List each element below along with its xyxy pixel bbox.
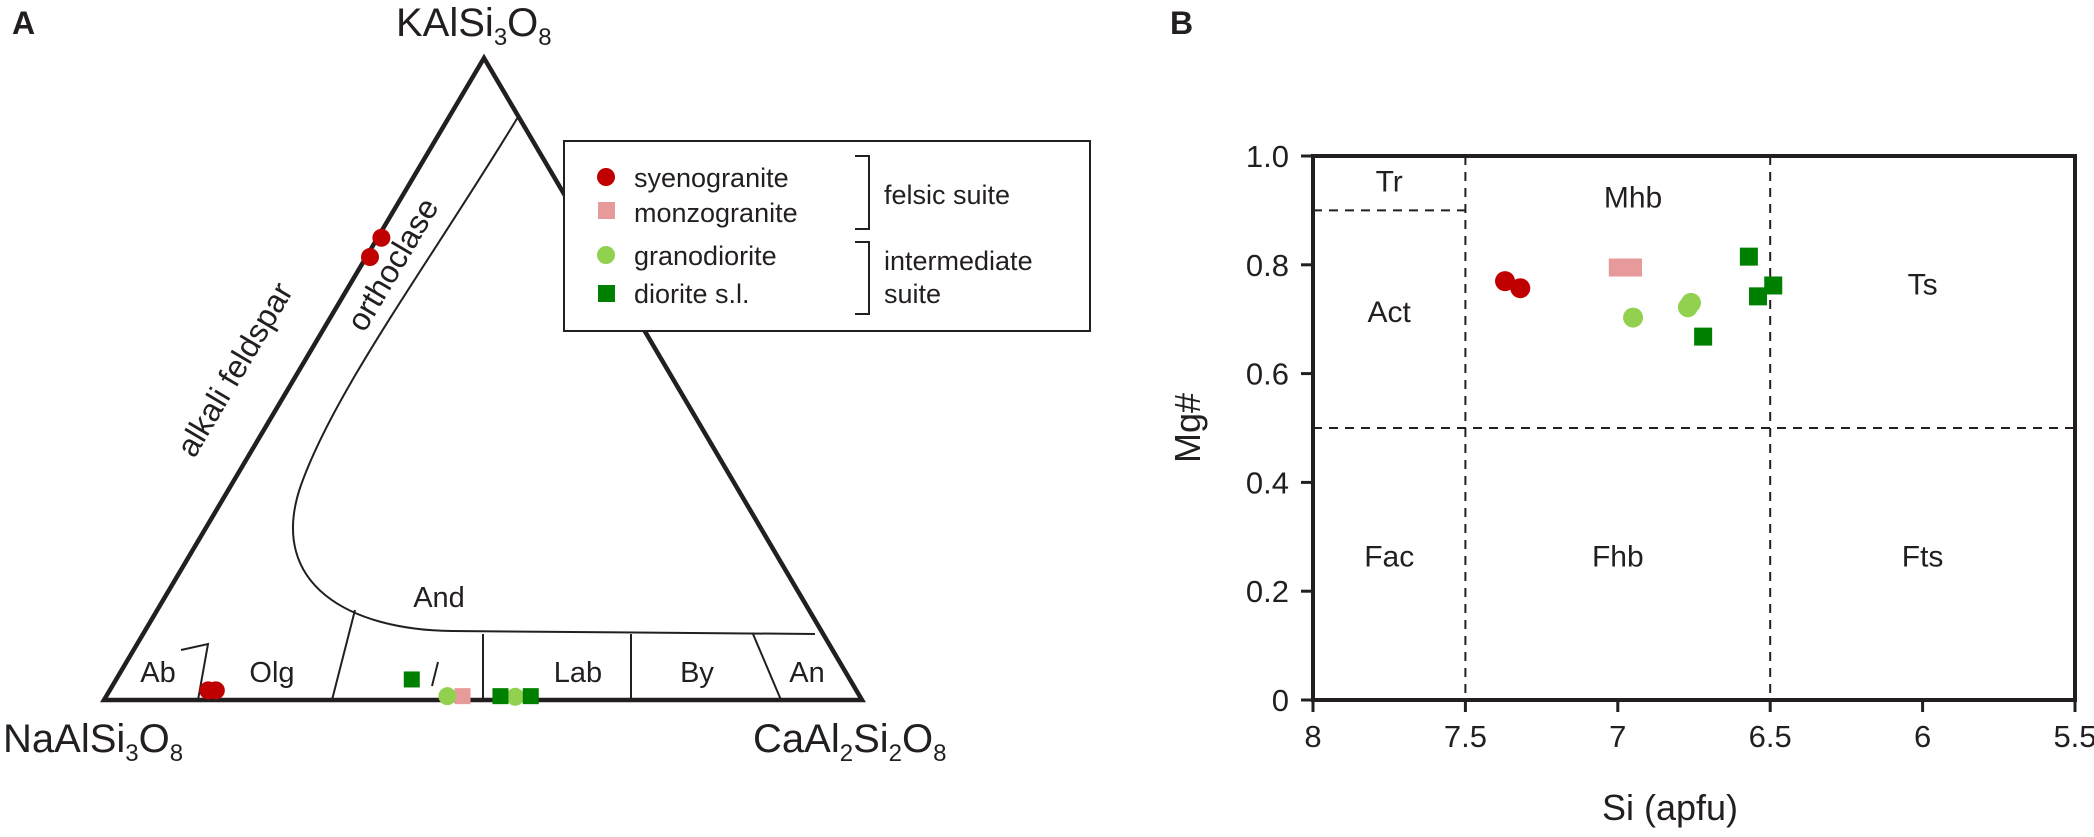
field-label-fac: Fac: [1364, 541, 1414, 574]
panel-a-letter: A: [12, 5, 35, 41]
plot-axes: 8 7.5 7 6.5 6 5.5 0 0.2 0.4 0.6 0.8 1.0: [1246, 139, 2094, 754]
scatter-point-diorite-s-l-2: [1749, 287, 1768, 306]
ternary-point-syenogranite-4: [206, 681, 225, 700]
ternary-point-syenogranite-1: [372, 228, 391, 247]
y-tick-label-3: 0.4: [1246, 465, 1289, 500]
field-label-act: Act: [1368, 296, 1412, 329]
legend-marker-syenogranite: [597, 168, 615, 186]
legend-label-granodiorite: granodiorite: [634, 241, 777, 271]
ternary-point-syenogranite-2: [360, 248, 379, 267]
y-tick-label-4: 0.6: [1246, 357, 1289, 392]
panel-b-letter: B: [1170, 5, 1193, 41]
legend-box: [563, 140, 1091, 332]
field-label-ab: Ab: [140, 657, 175, 689]
plot-frame: [1311, 154, 2077, 702]
apex-top-label: KAlSi3O8: [396, 1, 552, 51]
apex-left-label: NaAlSi3O8: [3, 717, 183, 767]
legend-marker-monzogranite: [598, 202, 615, 219]
scatter-point-monzogranite-1: [1608, 258, 1627, 277]
ternary-point-granodiorite-2: [506, 687, 525, 706]
legend-group-suite: suite: [884, 279, 941, 309]
x-axis-title: Si (apfu): [1602, 787, 1738, 828]
plagioclase-boundaries: [180, 609, 782, 701]
legend: syenogranite monzogranite granodiorite d…: [563, 140, 1091, 332]
scatter-point-syenogranite-2: [1510, 278, 1531, 299]
field-label-mhb: Mhb: [1604, 182, 1662, 215]
x-tick-label-1: 8: [1304, 719, 1321, 754]
legend-label-diorite: diorite s.l.: [634, 279, 750, 309]
ternary-point-granodiorite-1: [438, 687, 457, 706]
legend-marker-granodiorite: [597, 246, 615, 264]
x-tick-label-5: 6: [1914, 719, 1931, 754]
y-tick-label-6: 1.0: [1246, 139, 1289, 174]
field-label-tr: Tr: [1376, 165, 1403, 198]
scatter-point-monzogranite-2: [1624, 258, 1643, 277]
scatter-point-diorite-s-l-4: [1694, 327, 1713, 346]
field-label-ts: Ts: [1908, 269, 1938, 302]
scatter-point-diorite-s-l-3: [1764, 276, 1783, 295]
panel-a-ternary: A KAlSi3O8 NaAlSi3O8 CaAl2Si2O8 alkali f…: [3, 1, 946, 767]
legend-marker-diorite: [598, 285, 615, 302]
scatter-point-syenogranite-1: [1495, 271, 1516, 292]
y-axis-title: Mg#: [1167, 393, 1208, 463]
field-label-fhb: Fhb: [1592, 541, 1644, 574]
orthoclase-solvus-line: [292, 116, 816, 635]
field-label-fts: Fts: [1902, 541, 1944, 574]
field-label-by: By: [680, 657, 714, 689]
legend-group-brackets: [855, 155, 870, 315]
field-label-and: And: [413, 582, 465, 614]
x-tick-label-4: 6.5: [1749, 719, 1792, 754]
and-label-leader: [431, 661, 439, 687]
ternary-data-markers: [199, 228, 539, 706]
y-tick-label-2: 0.2: [1246, 574, 1289, 609]
ternary-point-monzogranite-1: [454, 688, 471, 705]
scatter-point-granodiorite-3: [1680, 292, 1701, 313]
classification-dividers: [1313, 156, 2075, 700]
x-tick-label-6: 5.5: [2053, 719, 2094, 754]
scatter-point-diorite-s-l-1: [1739, 247, 1758, 266]
field-label-alkali-feldspar: alkali feldspar: [169, 276, 300, 463]
y-tick-label-5: 0.8: [1246, 248, 1289, 283]
legend-group-intermediate: intermediate: [884, 246, 1033, 276]
legend-label-syenogranite: syenogranite: [634, 163, 789, 193]
apex-right-label: CaAl2Si2O8: [753, 717, 946, 767]
ternary-point-diorite-s-l-2: [492, 688, 509, 705]
ternary-point-diorite-s-l-3: [522, 688, 539, 705]
scatter-point-granodiorite-1: [1623, 307, 1644, 328]
x-tick-label-3: 7: [1609, 719, 1626, 754]
legend-label-monzogranite: monzogranite: [634, 198, 798, 228]
field-label-an: An: [789, 657, 824, 689]
field-label-lab: Lab: [554, 657, 602, 689]
field-label-olg: Olg: [249, 657, 294, 689]
legend-group-felsic: felsic suite: [884, 180, 1010, 210]
ternary-point-diorite-s-l-1: [403, 671, 420, 688]
scatter-data-markers: [1495, 247, 1783, 346]
y-tick-label-1: 0: [1272, 683, 1289, 718]
x-tick-label-2: 7.5: [1444, 719, 1487, 754]
